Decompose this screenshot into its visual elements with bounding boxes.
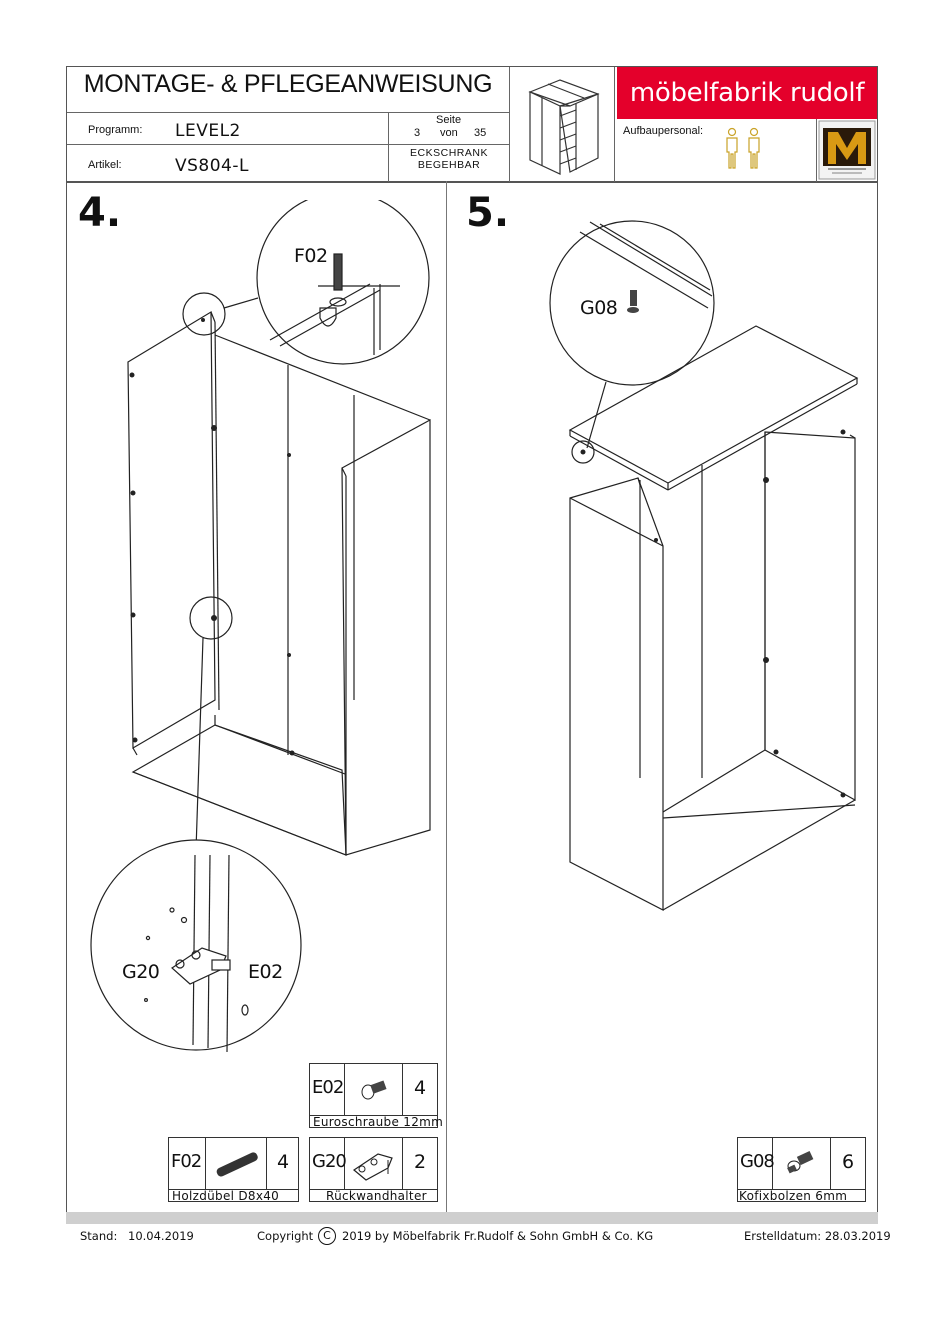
artikel-label: Artikel: — [88, 159, 122, 171]
header-divider — [614, 67, 615, 182]
header-divider — [816, 119, 817, 182]
artikel-value: VS804-L — [175, 156, 249, 176]
header-divider — [388, 144, 509, 145]
step4-assembly-drawing — [90, 200, 431, 1053]
callout-f02: F02 — [294, 245, 328, 267]
page-current: 3 — [414, 127, 421, 139]
erstelldatum: Erstelldatum: 28.03.2019 — [744, 1229, 891, 1243]
part-code: F02 — [171, 1151, 202, 1172]
copyright-prefix: Copyright — [257, 1229, 314, 1243]
part-name: Kofixbolzen 6mm — [739, 1189, 848, 1203]
euro-screw-icon — [361, 1080, 387, 1100]
part-code: G20 — [312, 1151, 347, 1172]
part-card-g20: G20 2 Rückwandhalter — [309, 1137, 438, 1203]
wood-dowel-icon — [216, 1152, 258, 1177]
part-name: Euroschraube 12mm — [313, 1115, 444, 1129]
header-divider — [67, 112, 509, 113]
brand-banner: möbelfabrik rudolf — [617, 67, 877, 119]
step5-assembly-drawing — [549, 220, 859, 911]
cabinet-thumbnail-icon — [528, 79, 600, 175]
programm-value: LEVEL2 — [175, 121, 241, 141]
header-divider — [388, 112, 389, 182]
part-qty: 4 — [414, 1077, 427, 1099]
step-divider — [446, 181, 447, 1213]
programm-label: Programm: — [88, 124, 143, 136]
callout-g20: G20 — [122, 961, 160, 983]
part-qty: 6 — [842, 1151, 855, 1173]
part-qty: 4 — [277, 1151, 290, 1173]
part-card-e02: E02 4 Euroschraube 12mm — [309, 1063, 443, 1129]
stand-label: Stand: — [80, 1229, 118, 1243]
part-name: Rückwandhalter — [326, 1189, 427, 1203]
callout-g08: G08 — [580, 297, 618, 319]
product-type-line2: BEGEHBAR — [417, 159, 481, 171]
person-outline-icon — [726, 127, 760, 169]
header-divider — [509, 67, 510, 182]
copyright-text: 2019 by Möbelfabrik Fr.Rudolf & Sohn Gmb… — [342, 1229, 654, 1243]
part-card-g08: G08 6 Kofixbolzen 6mm — [737, 1137, 866, 1203]
m-logo-icon — [818, 120, 876, 180]
seite-label: Seite — [436, 114, 462, 126]
callout-e02: E02 — [248, 961, 283, 983]
back-panel-holder-icon — [352, 1153, 393, 1181]
bottom-bar — [66, 1212, 878, 1224]
part-card-f02: F02 4 Holzdübel D8x40 — [168, 1137, 299, 1203]
step-number: 4. — [78, 190, 122, 236]
header-divider — [67, 144, 509, 145]
part-code: G08 — [740, 1151, 775, 1172]
page-of: von — [440, 127, 458, 139]
document-title: MONTAGE- & PFLEGEANWEISUNG — [83, 70, 493, 98]
part-code: E02 — [312, 1077, 344, 1098]
stand-date: 10.04.2019 — [128, 1229, 194, 1243]
part-name: Holzdübel D8x40 — [172, 1189, 280, 1203]
step-number: 5. — [466, 190, 510, 236]
page-total: 35 — [474, 127, 487, 139]
aufbau-label: Aufbaupersonal: — [623, 125, 704, 137]
kofix-bolt-icon — [787, 1150, 814, 1174]
product-type-line1: ECKSCHRANK — [410, 147, 488, 159]
copyright-icon: C — [318, 1227, 336, 1245]
header-bottom-line — [67, 181, 877, 183]
part-qty: 2 — [414, 1151, 427, 1173]
